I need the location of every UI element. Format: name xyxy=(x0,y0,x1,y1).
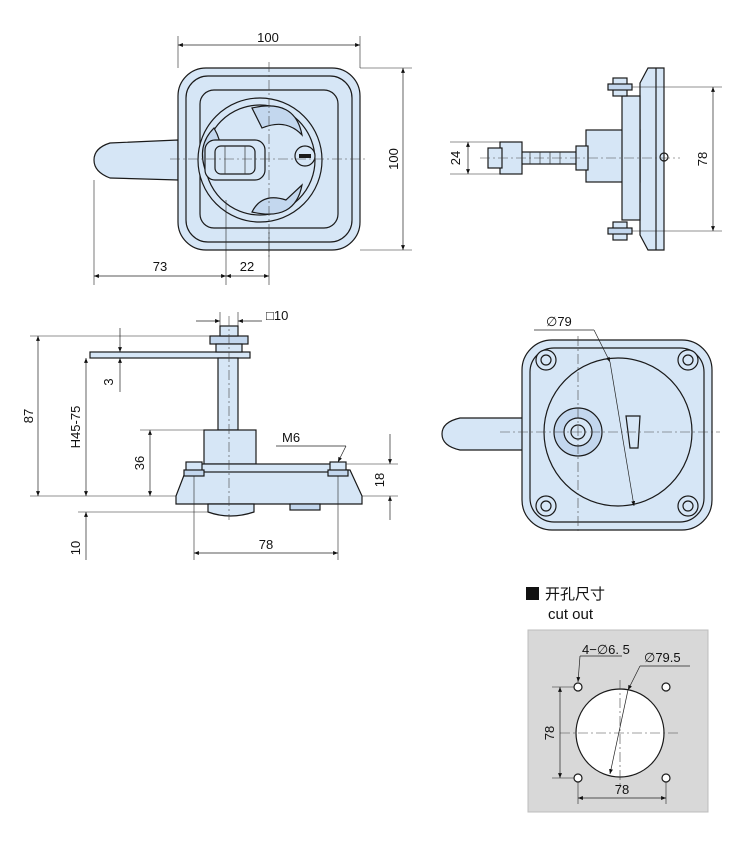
cutout-title-en: cut out xyxy=(548,606,594,623)
dim-plate: 3 xyxy=(101,378,116,385)
dim-handle-length: 73 xyxy=(153,259,167,274)
cutout-title-cn: 开孔尺寸 xyxy=(545,586,606,603)
side-flange xyxy=(639,67,665,251)
cutout-legend: 开孔尺寸 cut out xyxy=(526,585,605,625)
dim-square: □10 xyxy=(266,308,288,323)
dim-cut-v: 78 xyxy=(542,726,557,740)
dim-cut-dia: ∅79.5 xyxy=(644,650,681,665)
side-view-left: □10 87 H45-75 3 36 10 M6 18 xyxy=(21,308,398,560)
dim-offset: 22 xyxy=(240,259,254,274)
dim-back-dia: ∅79 xyxy=(546,314,572,329)
dim-total: 87 xyxy=(21,409,36,423)
top-view: 100 100 73 22 xyxy=(93,30,412,285)
dim-thread: M6 xyxy=(282,430,300,445)
dim-body: 36 xyxy=(132,456,147,470)
dim-hole-spacing: 78 xyxy=(695,152,710,166)
cutout-view: 4−∅6. 5 ∅79.5 78 78 xyxy=(527,629,709,813)
dim-spacing: 78 xyxy=(259,537,273,552)
side-view-right: 24 78 xyxy=(448,67,722,251)
dim-cut-holes: 4−∅6. 5 xyxy=(582,642,630,657)
cam-plate xyxy=(89,351,251,359)
dim-h-range: H45-75 xyxy=(68,406,83,449)
back-view: ∅79 xyxy=(441,314,720,534)
handle xyxy=(93,139,179,181)
dim-bottom: 10 xyxy=(68,541,83,555)
dim-top-width: 100 xyxy=(257,30,279,45)
dim-cut-h: 78 xyxy=(615,782,629,797)
legend-square-icon xyxy=(526,587,539,600)
dim-base: 18 xyxy=(372,473,387,487)
dim-top-height: 100 xyxy=(386,148,401,170)
dim-stud: 24 xyxy=(448,151,463,165)
